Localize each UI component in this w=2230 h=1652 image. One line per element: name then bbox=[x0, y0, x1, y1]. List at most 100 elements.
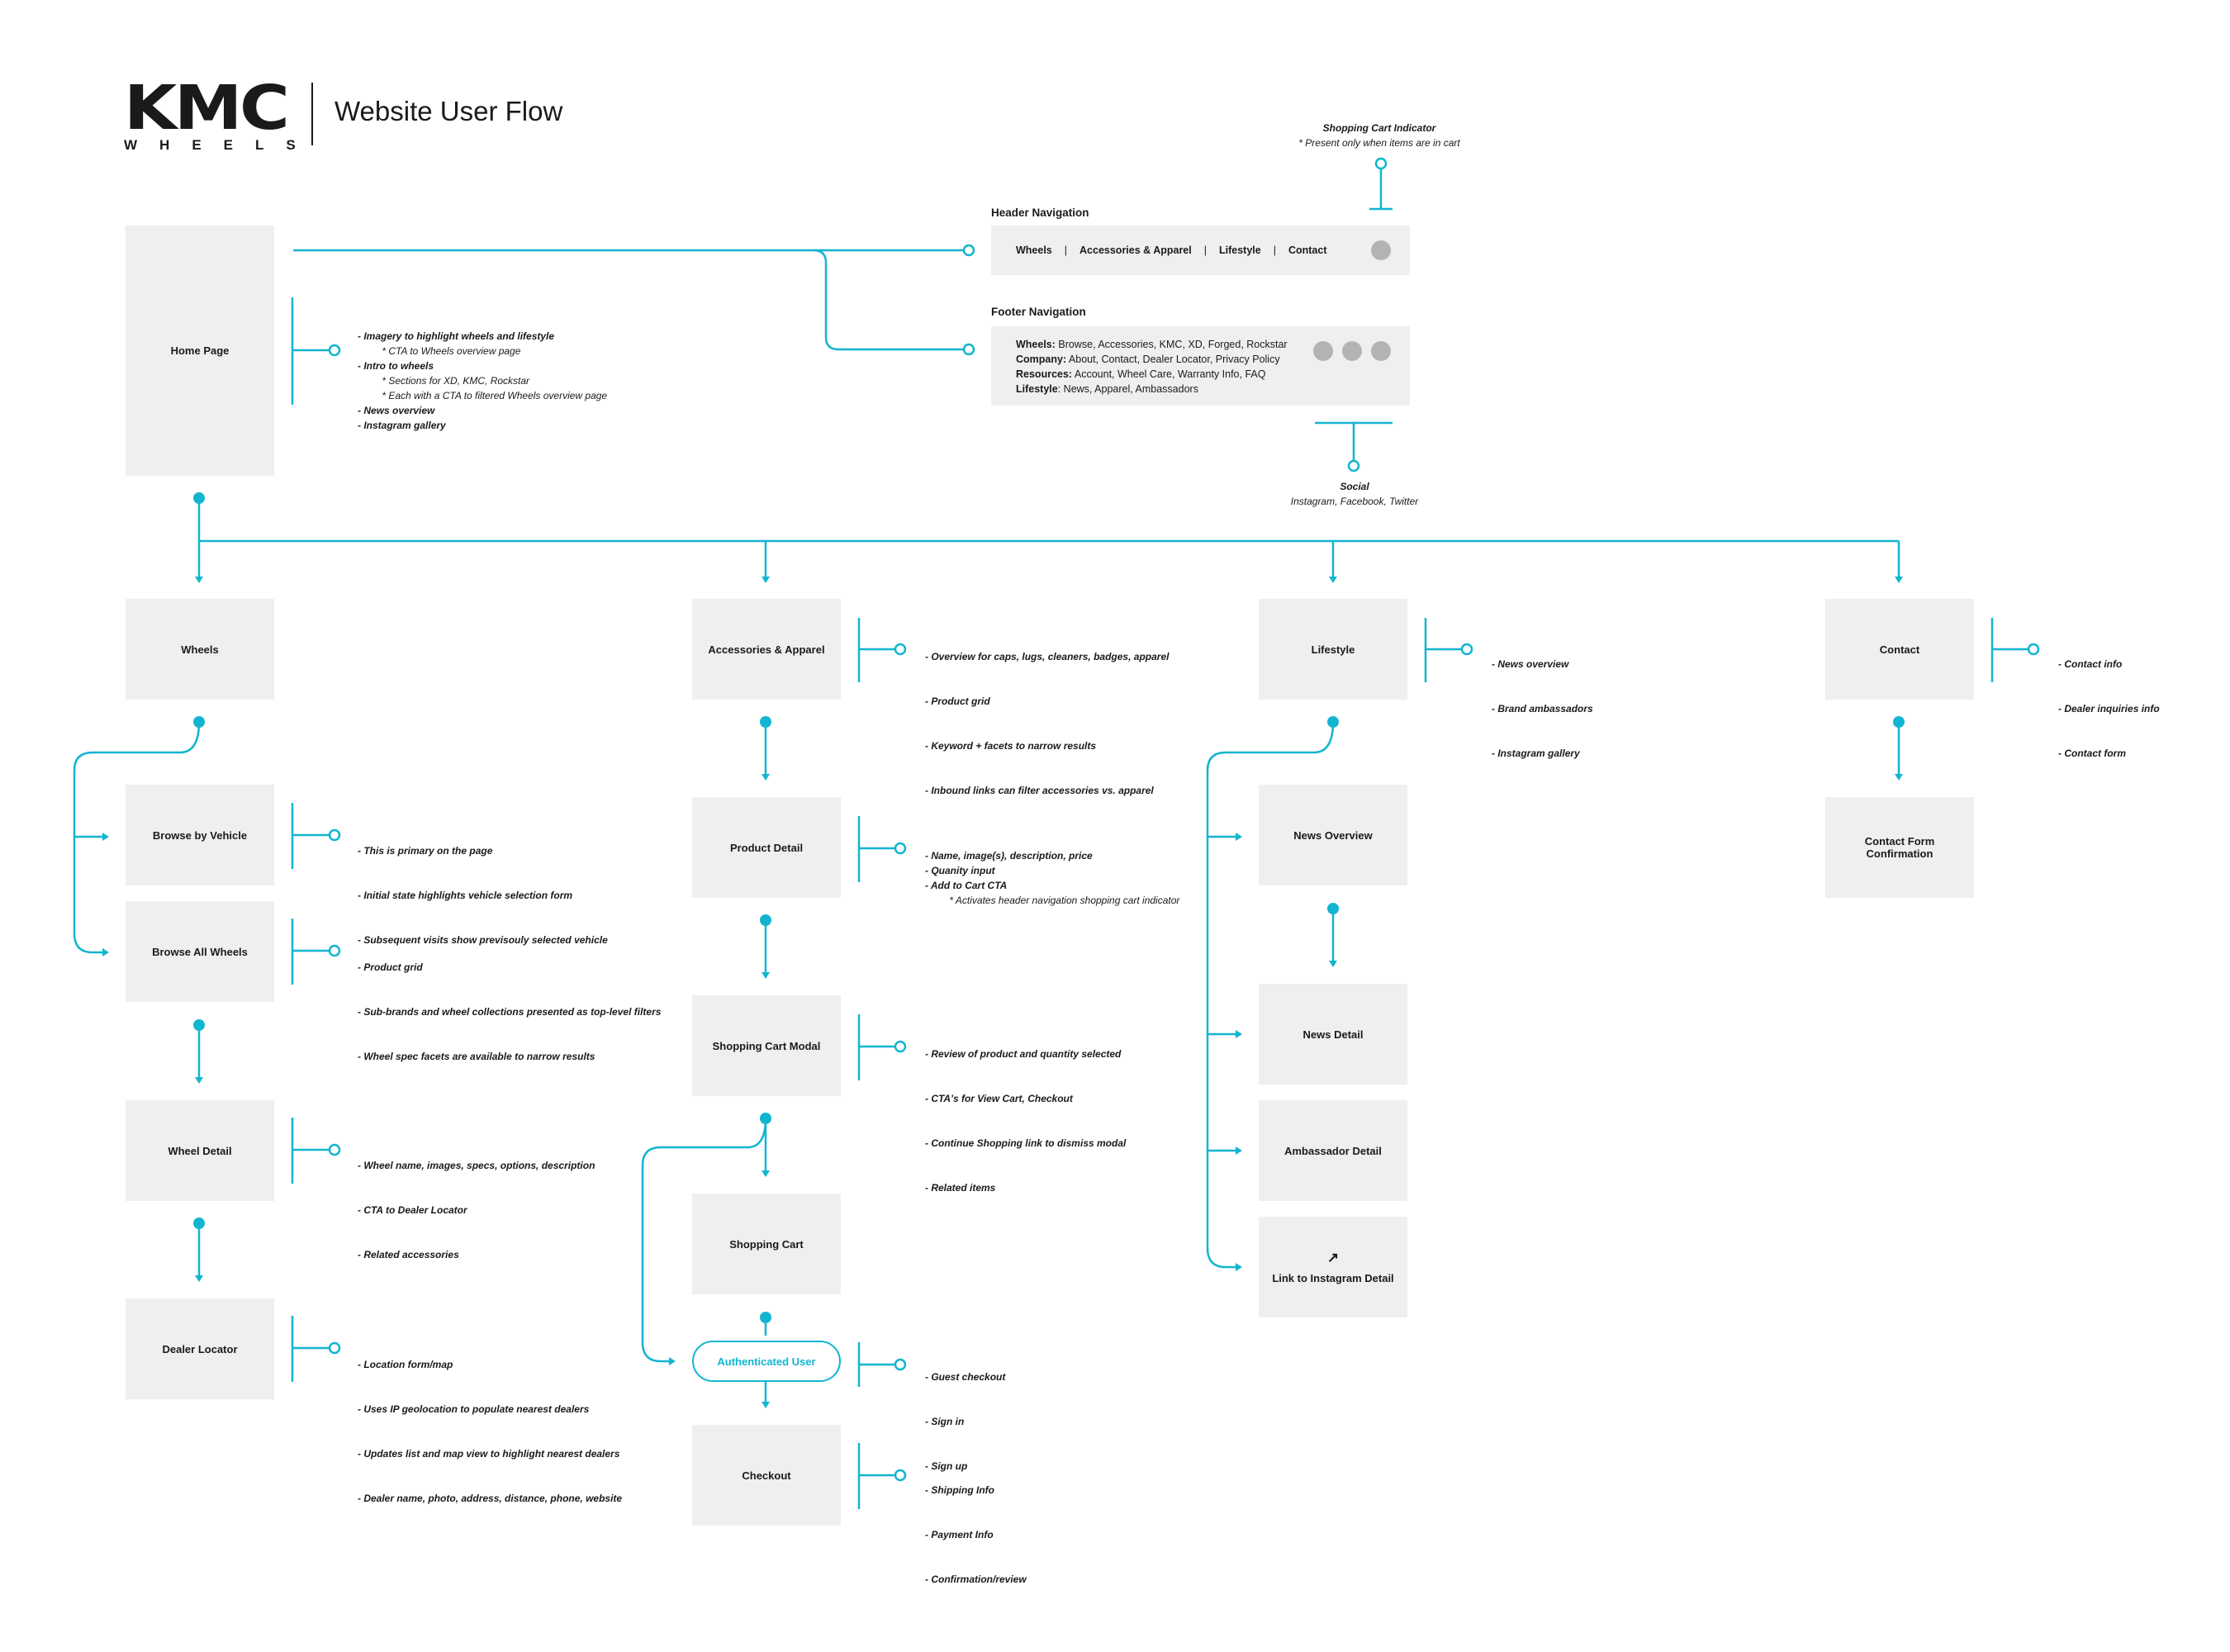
page-title: Website User Flow bbox=[334, 96, 563, 126]
arrow-head bbox=[1236, 1030, 1242, 1038]
note-browse-all: - Product grid - Sub-brands and wheel co… bbox=[358, 961, 662, 1062]
social-title: Social bbox=[1340, 481, 1369, 492]
header-nav-links: Wheels | Accessories & Apparel | Lifesty… bbox=[1016, 225, 1326, 275]
instagram-detail-label: Link to Instagram Detail bbox=[1272, 1271, 1394, 1284]
arrow-head bbox=[102, 948, 109, 957]
arrow-head bbox=[195, 577, 203, 583]
logo-wordmark: KMC bbox=[124, 73, 290, 144]
arrow-head bbox=[1329, 961, 1337, 967]
annotation-endpoint bbox=[328, 344, 341, 357]
arrow-head bbox=[762, 774, 770, 781]
news-overview-box[interactable]: News Overview bbox=[1259, 785, 1407, 885]
annotation-endpoint bbox=[328, 828, 341, 842]
arrow-head bbox=[762, 577, 770, 583]
arrow-head bbox=[195, 1077, 203, 1084]
checkout-box[interactable]: Checkout bbox=[692, 1425, 841, 1526]
browse-all-wheels-box[interactable]: Browse All Wheels bbox=[126, 901, 274, 1002]
facebook-icon[interactable] bbox=[1342, 341, 1362, 361]
annotation-endpoint bbox=[1347, 459, 1360, 472]
footer-nav-row[interactable]: Company: About, Contact, Dealer Locator,… bbox=[1016, 354, 1280, 365]
lifestyle-box[interactable]: Lifestyle bbox=[1259, 599, 1407, 700]
footer-nav-row[interactable]: Resources: Account, Wheel Care, Warranty… bbox=[1016, 368, 1266, 380]
flow-connector bbox=[73, 721, 201, 954]
note-dealer-locator: - Location form/map - Uses IP geolocatio… bbox=[358, 1359, 623, 1504]
note-cart-modal: - Review of product and quantity selecte… bbox=[925, 1048, 1127, 1194]
annotation-endpoint bbox=[1460, 643, 1473, 656]
footer-nav-row[interactable]: Lifestyle: News, Apparel, Ambassadors bbox=[1016, 383, 1198, 395]
annotation-endpoint bbox=[2027, 643, 2040, 656]
arrow-head bbox=[669, 1357, 676, 1365]
note-auth-user: - Guest checkout - Sign in - Sign up bbox=[925, 1371, 1006, 1472]
arrow-head bbox=[1895, 774, 1903, 781]
shopping-cart-box[interactable]: Shopping Cart bbox=[692, 1194, 841, 1294]
home-page-box[interactable]: Home Page bbox=[126, 225, 274, 476]
arrow-head bbox=[762, 1402, 770, 1408]
annotation-endpoint bbox=[894, 842, 907, 855]
header-navigation-bar: Wheels | Accessories & Apparel | Lifesty… bbox=[991, 225, 1410, 275]
instagram-detail-box[interactable]: ↗ Link to Instagram Detail bbox=[1259, 1217, 1407, 1317]
ambassador-detail-box[interactable]: Ambassador Detail bbox=[1259, 1100, 1407, 1201]
nav-separator: | bbox=[1064, 244, 1068, 256]
note-accessories: - Overview for caps, lugs, cleaners, bad… bbox=[925, 651, 1170, 796]
annotation-endpoint bbox=[328, 944, 341, 957]
shopping-cart-modal-box[interactable]: Shopping Cart Modal bbox=[692, 995, 841, 1096]
header-navigation-label: Header Navigation bbox=[991, 206, 1089, 219]
nav-separator: | bbox=[1203, 244, 1207, 256]
arrow-head bbox=[762, 1170, 770, 1177]
arrow-head bbox=[762, 972, 770, 979]
flow-connector bbox=[641, 1118, 767, 1363]
footer-navigation-bar: Wheels: Browse, Accessories, KMC, XD, Fo… bbox=[991, 326, 1410, 406]
instagram-icon[interactable] bbox=[1313, 341, 1333, 361]
wheels-box[interactable]: Wheels bbox=[126, 599, 274, 700]
cart-indicator-icon[interactable] bbox=[1371, 240, 1391, 260]
arrow-head bbox=[102, 833, 109, 841]
annotation-endpoint bbox=[962, 244, 975, 257]
note-wheel-detail: - Wheel name, images, specs, options, de… bbox=[358, 1160, 595, 1260]
accessories-apparel-box[interactable]: Accessories & Apparel bbox=[692, 599, 841, 700]
arrow-head bbox=[1236, 833, 1242, 841]
header-nav-lifestyle[interactable]: Lifestyle bbox=[1218, 244, 1261, 256]
header-nav-contact[interactable]: Contact bbox=[1288, 244, 1327, 256]
flow-connector bbox=[1206, 721, 1335, 1269]
dealer-locator-box[interactable]: Dealer Locator bbox=[126, 1298, 274, 1399]
arrow-head bbox=[1329, 577, 1337, 583]
annotation-endpoint bbox=[894, 1469, 907, 1482]
annotation-endpoint bbox=[894, 1358, 907, 1371]
twitter-icon[interactable] bbox=[1371, 341, 1391, 361]
arrow-head bbox=[1895, 577, 1903, 583]
arrow-head bbox=[1236, 1146, 1242, 1155]
external-link-icon: ↗ bbox=[1326, 1249, 1340, 1265]
contact-box[interactable]: Contact bbox=[1825, 599, 1974, 700]
note-lifestyle: - News overview - Brand ambassadors - In… bbox=[1492, 658, 1593, 759]
footer-navigation-label: Footer Navigation bbox=[991, 306, 1086, 318]
title-divider bbox=[311, 83, 313, 145]
footer-nav-connector bbox=[813, 249, 964, 351]
note-product-detail: - Name, image(s), description, price- Qu… bbox=[925, 850, 1180, 906]
annotation-endpoint bbox=[894, 1040, 907, 1053]
product-detail-box[interactable]: Product Detail bbox=[692, 797, 841, 898]
annotation-endpoint bbox=[1374, 157, 1388, 170]
cart-indicator-title: Shopping Cart Indicator bbox=[1322, 122, 1436, 134]
footer-nav-row[interactable]: Wheels: Browse, Accessories, KMC, XD, Fo… bbox=[1016, 339, 1288, 350]
arrow-head bbox=[195, 1275, 203, 1282]
kmc-wheels-logo: KMC WHEELS bbox=[124, 78, 296, 153]
annotation-endpoint bbox=[328, 1143, 341, 1156]
note-browse-vehicle: - This is primary on the page - Initial … bbox=[358, 845, 608, 946]
header-nav-accessories[interactable]: Accessories & Apparel bbox=[1079, 244, 1192, 256]
news-detail-box[interactable]: News Detail bbox=[1259, 984, 1407, 1085]
annotation-endpoint bbox=[962, 343, 975, 356]
header-nav-wheels[interactable]: Wheels bbox=[1016, 244, 1052, 256]
logo-subtext: WHEELS bbox=[124, 137, 318, 153]
arrow-head bbox=[1236, 1263, 1242, 1271]
cart-indicator-note: * Present only when items are in cart bbox=[1298, 137, 1460, 149]
contact-form-confirmation-box[interactable]: Contact Form Confirmation bbox=[1825, 797, 1974, 898]
nav-separator: | bbox=[1273, 244, 1276, 256]
note-home: - Imagery to highlight wheels and lifest… bbox=[358, 330, 608, 431]
social-note: Instagram, Facebook, Twitter bbox=[1290, 496, 1419, 507]
wheel-detail-box[interactable]: Wheel Detail bbox=[126, 1100, 274, 1201]
browse-by-vehicle-box[interactable]: Browse by Vehicle bbox=[126, 785, 274, 885]
footer-nav-links: Wheels: Browse, Accessories, KMC, XD, Fo… bbox=[1016, 337, 1288, 396]
annotation-endpoint bbox=[894, 643, 907, 656]
authenticated-user-decision[interactable]: Authenticated User bbox=[692, 1341, 841, 1382]
